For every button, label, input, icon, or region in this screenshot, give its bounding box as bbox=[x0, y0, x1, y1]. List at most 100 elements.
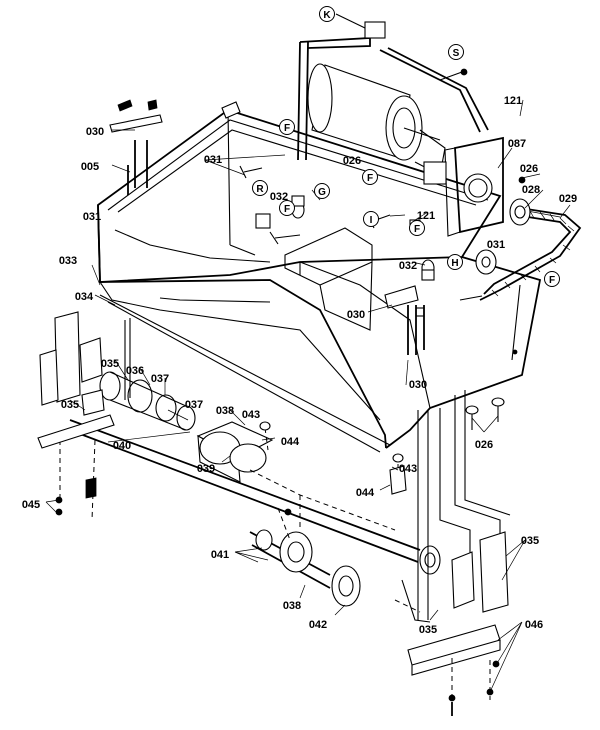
callout-041: 041 bbox=[211, 549, 229, 561]
callout-label: 038 bbox=[283, 600, 301, 612]
callout-k: K bbox=[319, 6, 335, 22]
callout-f: F bbox=[279, 119, 295, 135]
callout-circle bbox=[363, 211, 379, 227]
callout-026: 026 bbox=[343, 155, 361, 167]
roller-assembly-039-040 bbox=[69, 371, 441, 607]
callout-circle bbox=[319, 6, 335, 22]
callout-label: I bbox=[370, 215, 373, 226]
callout-087: 087 bbox=[508, 138, 526, 150]
callout-037: 037 bbox=[185, 399, 203, 411]
callout-032: 032 bbox=[270, 191, 288, 203]
callout-label: 044 bbox=[281, 436, 300, 448]
callout-label: 039 bbox=[197, 463, 215, 475]
callout-005: 005 bbox=[81, 161, 99, 173]
callout-circle bbox=[448, 44, 464, 60]
callout-035: 035 bbox=[521, 535, 539, 547]
callout-label: 046 bbox=[525, 619, 543, 631]
callout-031: 031 bbox=[204, 154, 222, 166]
callout-label: F bbox=[414, 224, 420, 235]
callout-label: 087 bbox=[508, 138, 526, 150]
callout-label: 032 bbox=[270, 191, 288, 203]
callout-label: 035 bbox=[101, 358, 119, 370]
callout-label: 028 bbox=[522, 184, 540, 196]
callout-label: R bbox=[256, 184, 264, 195]
callout-121: 121 bbox=[504, 95, 522, 107]
callout-circle bbox=[544, 271, 560, 287]
callout-label: 026 bbox=[475, 439, 493, 451]
callout-label: 030 bbox=[86, 126, 104, 138]
callout-circle bbox=[409, 220, 425, 236]
callout-label: 121 bbox=[417, 210, 435, 222]
callout-label: 036 bbox=[126, 365, 144, 377]
callout-label: 030 bbox=[347, 309, 365, 321]
callout-046: 046 bbox=[525, 619, 543, 631]
callout-label: 029 bbox=[559, 193, 577, 205]
callout-label: 030 bbox=[409, 379, 427, 391]
callout-039: 039 bbox=[197, 463, 215, 475]
callout-circle bbox=[279, 200, 295, 216]
callout-label: H bbox=[451, 258, 458, 269]
callout-circle bbox=[362, 169, 378, 185]
callout-label: G bbox=[318, 187, 326, 198]
callout-label: 035 bbox=[419, 624, 437, 636]
callout-label: 121 bbox=[504, 95, 522, 107]
callout-030: 030 bbox=[409, 379, 427, 391]
callout-label: 037 bbox=[151, 373, 169, 385]
callout-label: F bbox=[284, 204, 290, 215]
callout-label: 033 bbox=[59, 255, 77, 267]
callout-037: 037 bbox=[151, 373, 169, 385]
callout-label: F bbox=[549, 275, 555, 286]
callout-031: 031 bbox=[487, 239, 505, 251]
callout-f: F bbox=[362, 169, 378, 185]
callout-033: 033 bbox=[59, 255, 77, 267]
callout-038: 038 bbox=[216, 405, 234, 417]
callout-g: G bbox=[314, 183, 330, 199]
callout-circle bbox=[314, 183, 330, 199]
right-rails bbox=[384, 285, 511, 676]
callout-r: R bbox=[252, 180, 268, 196]
callout-f: F bbox=[279, 200, 295, 216]
callout-label: 045 bbox=[22, 499, 40, 511]
callout-label: 026 bbox=[520, 163, 538, 175]
callout-035: 035 bbox=[419, 624, 437, 636]
callout-label: 031 bbox=[83, 211, 101, 223]
callout-label: 026 bbox=[343, 155, 361, 167]
callout-036: 036 bbox=[126, 365, 144, 377]
callout-label: 034 bbox=[75, 291, 94, 303]
callout-label: 040 bbox=[113, 440, 131, 452]
callout-label: 042 bbox=[309, 619, 327, 631]
callout-label: F bbox=[367, 173, 373, 184]
callout-035: 035 bbox=[101, 358, 119, 370]
callout-label: 035 bbox=[521, 535, 539, 547]
left-brackets bbox=[37, 99, 163, 449]
leader-lines bbox=[45, 99, 571, 693]
callout-043: 043 bbox=[242, 409, 260, 421]
callout-042: 042 bbox=[309, 619, 327, 631]
callout-s: S bbox=[448, 44, 464, 60]
callout-label: K bbox=[323, 10, 331, 21]
callout-f: F bbox=[409, 220, 425, 236]
callout-044: 044 bbox=[356, 487, 375, 499]
callout-f: F bbox=[544, 271, 560, 287]
callout-label: 038 bbox=[216, 405, 234, 417]
callout-label: 044 bbox=[356, 487, 375, 499]
callout-026: 026 bbox=[475, 439, 493, 451]
callout-label: 035 bbox=[61, 399, 79, 411]
callout-label: S bbox=[453, 48, 460, 59]
callout-circle bbox=[252, 180, 268, 196]
callout-040: 040 bbox=[113, 440, 131, 452]
callout-030: 030 bbox=[86, 126, 104, 138]
callout-035: 035 bbox=[61, 399, 79, 411]
callout-044: 044 bbox=[281, 436, 300, 448]
callout-label: 005 bbox=[81, 161, 99, 173]
callout-038: 038 bbox=[283, 600, 301, 612]
callout-i: I bbox=[363, 211, 379, 227]
callout-034: 034 bbox=[75, 291, 94, 303]
callout-label: 043 bbox=[242, 409, 260, 421]
callout-028: 028 bbox=[522, 184, 540, 196]
callout-label: 031 bbox=[487, 239, 505, 251]
fasteners bbox=[55, 68, 526, 716]
motor-026 bbox=[297, 13, 489, 185]
